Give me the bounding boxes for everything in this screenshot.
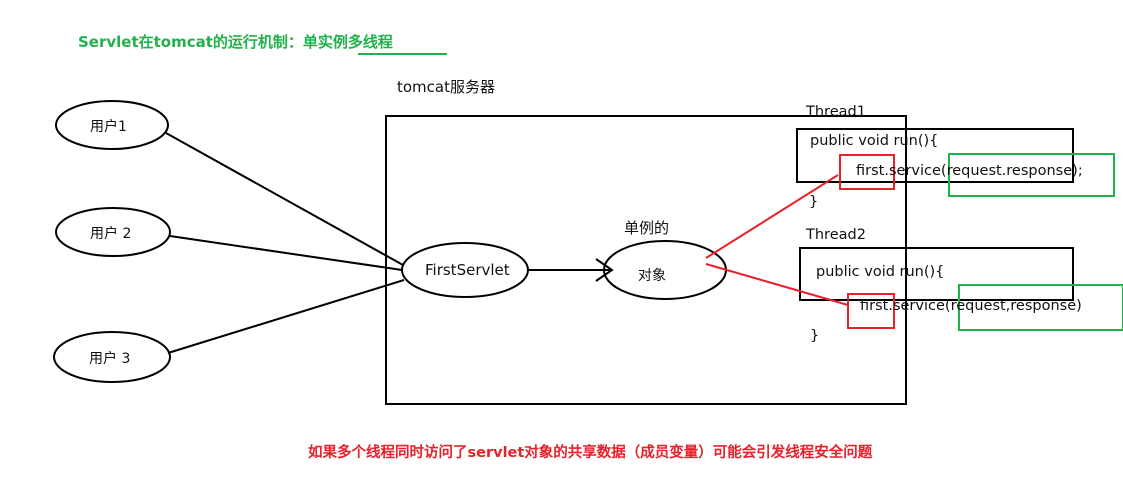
thread2-call-line: first.service(request,response)	[860, 298, 1082, 314]
object-label: 对象	[638, 268, 666, 284]
singleton-label: 单例的	[624, 219, 670, 237]
user3-label: 用户 3	[89, 351, 131, 367]
user1-label: 用户1	[90, 119, 127, 135]
diagram-title: Servlet在tomcat的运行机制：单实例多线程	[78, 33, 393, 51]
thread2-run-line: public void run(){	[816, 264, 945, 280]
thread-safety-warning: 如果多个线程同时访问了servlet对象的共享数据（成员变量）可能会引发线程安全…	[308, 445, 873, 461]
thread1-call-object: first	[856, 163, 885, 179]
user3-ellipse	[53, 331, 171, 383]
thread1-box	[796, 128, 1074, 183]
object-to-thread1-connector	[705, 174, 839, 259]
user2-connector	[169, 235, 403, 271]
thread2-call-method: .service	[888, 298, 945, 314]
thread2-first-highlight	[847, 293, 895, 329]
thread1-call-args: (request.response	[940, 163, 1073, 179]
thread1-run-line: public void run(){	[810, 133, 939, 149]
thread2-call-object: first	[860, 298, 889, 314]
thread2-args-highlight	[958, 284, 1123, 331]
thread1-call-line: first.service(request.response);	[856, 163, 1083, 179]
thread2-box	[799, 247, 1074, 301]
first-servlet-label: FirstServlet	[425, 261, 510, 279]
thread1-first-highlight	[839, 154, 895, 190]
thread1-call-method: .service	[884, 163, 941, 179]
thread1-close-brace: }	[809, 194, 819, 210]
thread1-call-end: );	[1072, 163, 1083, 179]
user1-ellipse	[55, 100, 169, 150]
user2-ellipse	[55, 207, 171, 257]
user3-connector	[167, 279, 405, 354]
user2-label: 用户 2	[90, 226, 132, 242]
object-to-thread2-connector	[705, 263, 849, 306]
tomcat-server-box	[385, 115, 907, 405]
tomcat-server-label: tomcat服务器	[397, 78, 495, 96]
thread1-name: Thread1	[806, 104, 866, 120]
user1-connector	[165, 132, 404, 266]
thread2-close-brace: }	[810, 328, 820, 344]
arrow-head	[595, 258, 614, 282]
thread2-call-args: (request,response)	[944, 298, 1082, 314]
thread2-name: Thread2	[806, 227, 866, 243]
thread1-args-highlight	[948, 153, 1115, 197]
